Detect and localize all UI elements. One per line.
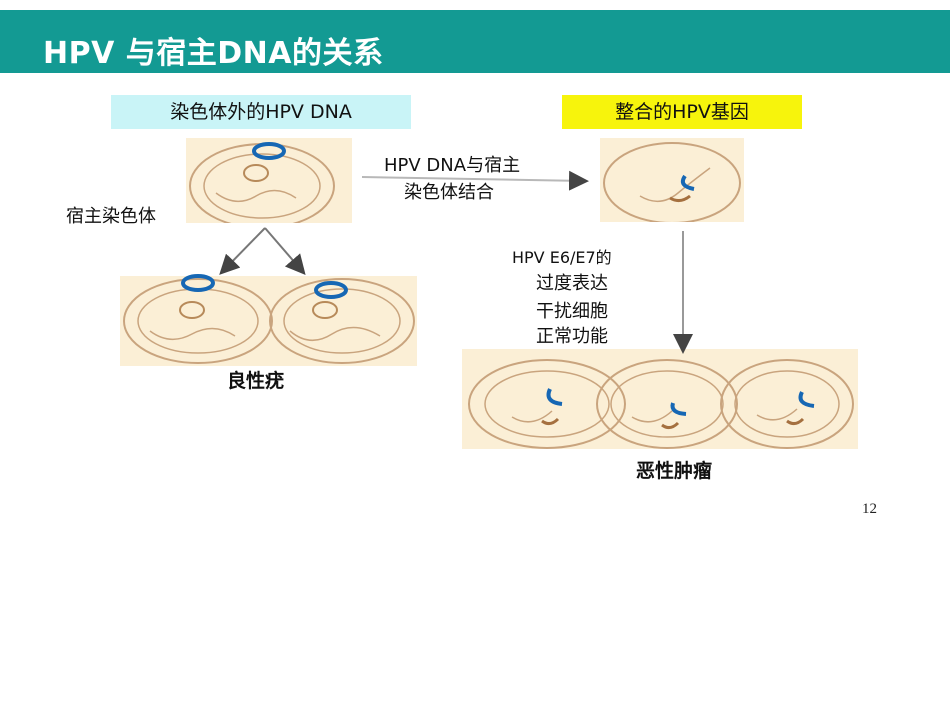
hpv-integrated-icon — [546, 388, 563, 406]
binding-arrow — [361, 170, 589, 191]
page-number: 12 — [862, 501, 877, 517]
binding-label-line2: 染色体结合 — [404, 182, 494, 203]
hpv-episome-icon — [252, 142, 286, 160]
benign-label: 良性疣 — [227, 370, 285, 392]
benign-arrow-right — [264, 227, 306, 276]
cell-malignant — [462, 349, 858, 449]
overexpression-label-line2: 过度表达 — [536, 273, 608, 294]
overexpression-label-line4: 正常功能 — [536, 326, 608, 347]
cell-drawing — [123, 278, 415, 364]
benign-arrow-left — [219, 227, 266, 275]
hpv-episome-icon — [314, 281, 348, 299]
cell-extrachromosomal — [186, 138, 352, 223]
binding-label-line1: HPV DNA与宿主 — [384, 155, 521, 176]
overexpression-label-line3: 干扰细胞 — [536, 301, 608, 322]
cell-drawing — [468, 359, 854, 449]
hpv-integrated-icon — [670, 402, 687, 416]
malignant-label: 恶性肿瘤 — [636, 460, 713, 482]
slide-title: HPV 与宿主DNA的关系 — [43, 36, 384, 71]
title-bar: HPV 与宿主DNA的关系 — [0, 10, 950, 73]
host-chromosome-label: 宿主染色体 — [66, 206, 156, 227]
cell-integrated — [600, 138, 744, 222]
hpv-integrated-icon — [680, 174, 695, 191]
hpv-integrated-icon — [798, 391, 815, 408]
overexpression-label-line1: HPV E6/E7的 — [512, 248, 612, 267]
cell-benign — [120, 276, 417, 366]
cell-drawing — [603, 142, 741, 222]
integrated-label: 整合的HPV基因 — [562, 95, 802, 129]
extrachromosomal-label: 染色体外的HPV DNA — [111, 95, 411, 129]
hpv-episome-icon — [181, 274, 215, 292]
